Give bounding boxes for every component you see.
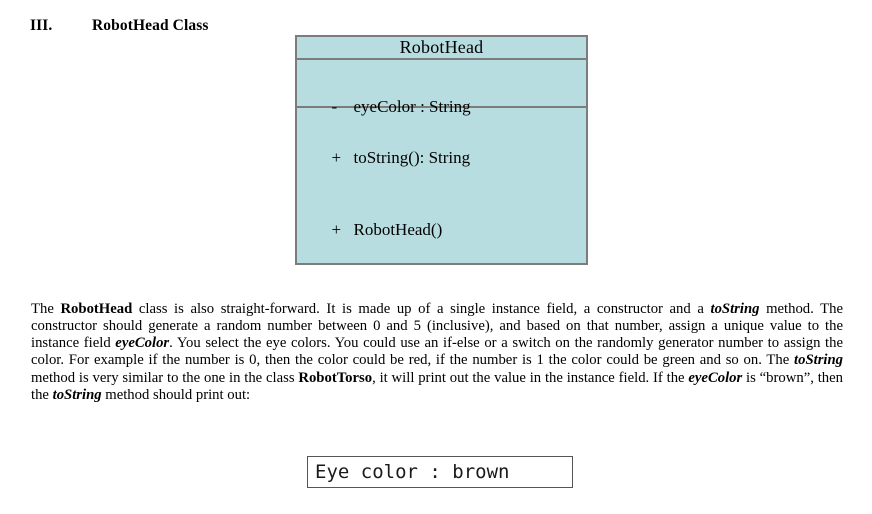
paragraph-emphasis-term: toString [794,352,843,369]
paragraph-bold-term: RobotHead [60,300,133,317]
description-paragraph: The RobotHead class is also straight-for… [31,301,843,404]
uml-operation-visibility: + [331,220,342,239]
paragraph-text: The [31,300,61,317]
uml-operation-visibility: + [331,148,342,167]
section-numeral: III. [30,17,53,34]
uml-attribute-signature: eyeColor : String [353,97,471,116]
uml-attribute-visibility: - [331,97,338,116]
uml-operation-signature: toString(): String [353,148,471,167]
uml-operations-compartment: + toString(): String + RobotHead() [297,108,586,266]
paragraph-text: method should print out: [101,386,251,403]
paragraph-text: . You select the eye colors. You could u… [31,335,843,369]
console-output-text: Eye color : brown [315,460,510,483]
section-title: RobotHead Class [92,17,209,34]
paragraph-text: method. The constructor should generate … [31,300,843,352]
uml-operation-signature: RobotHead() [353,220,443,239]
paragraph-text: is “brown”, then the [31,369,843,403]
uml-class-name: RobotHead [399,37,484,57]
uml-class-box: RobotHead -eyeColor : String + toString()… [295,35,588,265]
uml-operation-row: + RobotHead() [306,194,586,266]
paragraph-text: method is very similar to the one in the… [31,369,299,386]
paragraph-emphasis-term: eyeColor [115,335,170,352]
uml-attributes-compartment: -eyeColor : String [297,60,586,116]
uml-attribute-row: -eyeColor : String [306,71,586,143]
paragraph-bold-term: RobotTorso [298,369,373,386]
paragraph-text: , it will print out the value in the ins… [372,369,689,386]
section-heading: III. RobotHead Class [30,17,208,35]
console-output-box: Eye color : brown [307,456,573,488]
paragraph-emphasis-term: eyeColor [688,369,743,386]
paragraph-emphasis-term: toString [710,300,760,317]
paragraph-emphasis-term: toString [52,386,102,403]
paragraph-text: class is also straight-forward. It is ma… [132,300,711,317]
uml-name-compartment: RobotHead [297,37,586,60]
uml-operation-row: + toString(): String [306,122,586,194]
